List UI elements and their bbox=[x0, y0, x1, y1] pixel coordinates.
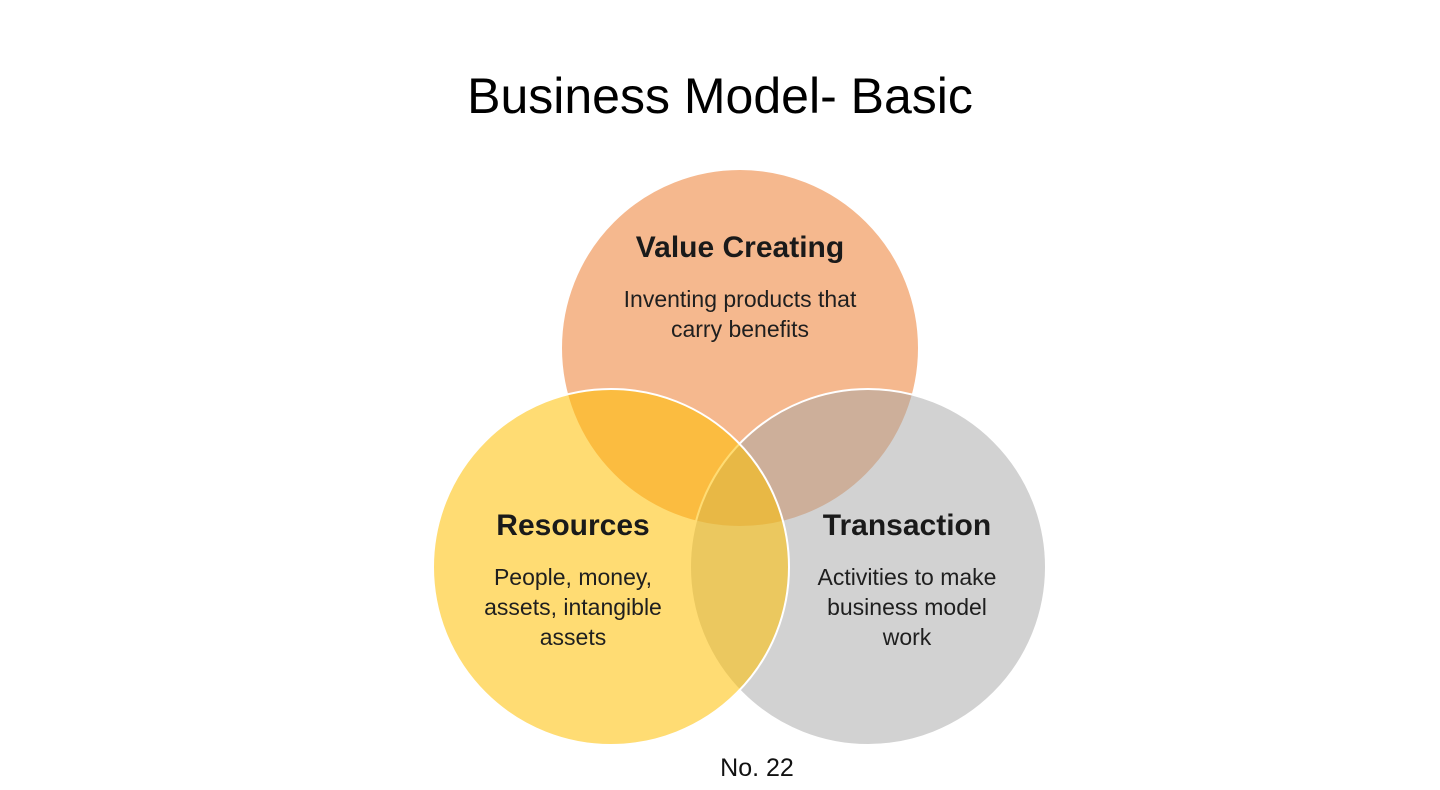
value-creating-heading: Value Creating bbox=[635, 231, 845, 264]
circle-resources bbox=[432, 388, 790, 746]
body-line: carry benefits bbox=[670, 316, 810, 342]
transaction-body: Activities to make business model work bbox=[757, 562, 1057, 652]
body-line: assets bbox=[539, 624, 607, 650]
value-creating-label: Value Creating Inventing products that c… bbox=[540, 230, 940, 344]
page-number: No. 22 bbox=[720, 754, 794, 782]
body-line: assets, intangible bbox=[484, 594, 662, 620]
body-line: People, money, bbox=[493, 564, 653, 590]
transaction-label: Transaction Activities to make business … bbox=[757, 508, 1057, 652]
transaction-heading: Transaction bbox=[822, 509, 992, 542]
resources-heading: Resources bbox=[496, 509, 650, 542]
body-line: business model bbox=[827, 594, 987, 620]
body-line: Activities to make bbox=[817, 564, 997, 590]
resources-body: People, money, assets, intangible assets bbox=[423, 562, 723, 652]
page-title: Business Model- Basic bbox=[467, 68, 973, 124]
body-line: work bbox=[882, 624, 932, 650]
body-line: Inventing products that bbox=[623, 286, 857, 312]
resources-label: Resources People, money, assets, intangi… bbox=[423, 508, 723, 652]
value-creating-body: Inventing products that carry benefits bbox=[540, 284, 940, 344]
